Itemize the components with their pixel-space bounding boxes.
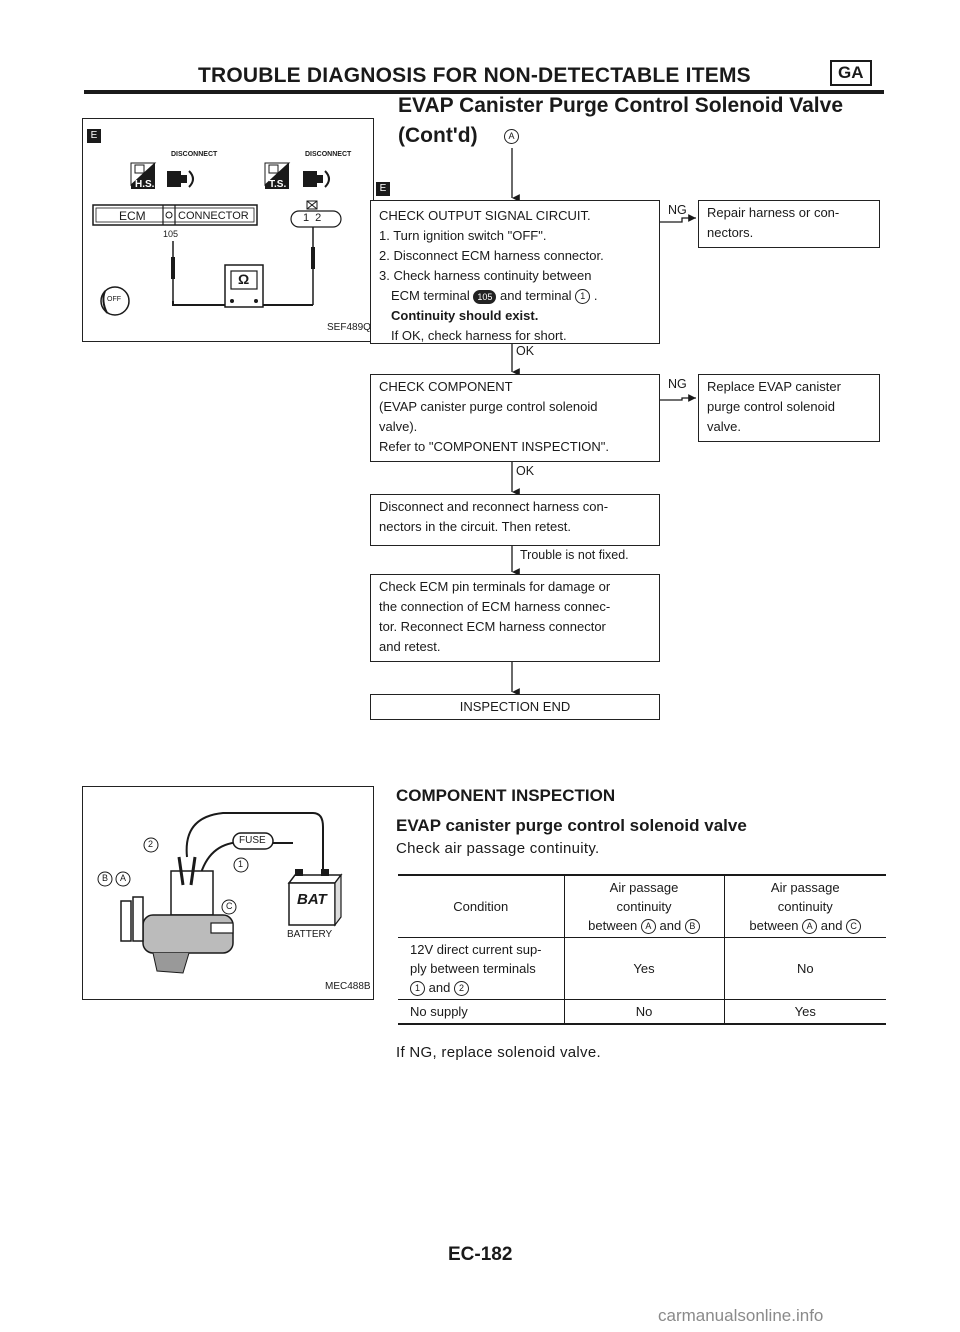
disconnect-plug-icon	[167, 170, 194, 188]
harness-diagram	[92, 162, 342, 316]
page-title: TROUBLE DIAGNOSIS FOR NON-DETECTABLE ITE…	[198, 64, 751, 87]
connector-label: CONNECTOR	[178, 210, 249, 222]
ecm-label: ECM	[119, 209, 146, 223]
table-cell: 12V direct current sup- ply between term…	[398, 937, 565, 1000]
continuity-table: Condition Air passage continuity between…	[398, 874, 886, 1025]
table-row: No supply No Yes	[398, 999, 886, 1023]
ng-label: NG	[668, 203, 687, 217]
solenoid-valve-diagram	[97, 812, 343, 974]
table-header-cell: Air passage continuity between A and B	[564, 876, 725, 938]
figure-id: SEF489Q	[327, 322, 371, 333]
section-tag: GA	[830, 60, 872, 86]
ts-label: T.S.	[269, 179, 287, 190]
terminal-2-label: 2	[148, 839, 154, 849]
table-cell: Yes	[794, 1004, 816, 1019]
ts-icon	[264, 162, 291, 189]
flow-check-ecm-pins: Check ECM pin terminals for damage or th…	[370, 574, 660, 662]
flow-repair-harness: Repair harness or con- nectors.	[698, 200, 880, 248]
section-heading: COMPONENT INSPECTION	[396, 786, 616, 805]
disconnect-plug-icon-2	[303, 170, 330, 188]
table-cell: Yes	[564, 937, 725, 1000]
ohm-meter-icon: Ω	[238, 271, 250, 287]
ng-label: NG	[668, 377, 687, 391]
page-number: EC-182	[448, 1244, 513, 1265]
disconnect-label: DISCONNECT	[171, 151, 218, 158]
terminal-1-label: 1	[238, 859, 244, 869]
hs-label: H.S.	[135, 179, 155, 190]
table-header-row: Condition Air passage continuity between…	[398, 876, 886, 938]
hs-icon	[130, 162, 157, 189]
watermark: carmanualsonline.info	[658, 1306, 824, 1325]
intro-text: Check air passage continuity.	[396, 840, 600, 857]
ok-label: OK	[516, 344, 535, 358]
table-header-cell: Condition	[398, 876, 565, 938]
step-marker-icon: E	[376, 182, 390, 196]
table-cell: No supply	[398, 999, 565, 1023]
solenoid-valve-figure: FUSE BAT BATTERY 1 2 A B C MEC488B	[82, 786, 374, 1000]
port-c-label: C	[226, 901, 233, 911]
pins-label: 1 2	[303, 212, 322, 224]
table-cell: No	[796, 961, 814, 976]
step-marker-icon: E	[87, 129, 101, 143]
fuse-label: FUSE	[239, 835, 266, 846]
flow-reconnect-step: Disconnect and reconnect harness con- ne…	[370, 494, 660, 546]
flow-inspection-end: INSPECTION END	[370, 694, 660, 720]
entry-marker: A	[504, 128, 519, 145]
trouble-label: Trouble is not fixed.	[520, 548, 629, 562]
section-subheading: EVAP canister purge control solenoid val…	[396, 816, 747, 835]
off-label: OFF	[107, 296, 121, 303]
header-rule	[84, 90, 884, 94]
disconnect-label: DISCONNECT	[305, 151, 352, 158]
port-b-label: B	[102, 873, 109, 883]
page-subtitle-cont: (Cont'd)	[398, 124, 478, 147]
table-cell: No	[564, 999, 725, 1023]
table-header-cell: Air passage continuity between A and C	[724, 876, 886, 938]
figure-id: MEC488B	[325, 981, 371, 992]
ignition-off-key-icon	[100, 286, 130, 316]
table-row: 12V direct current sup- ply between term…	[398, 937, 886, 1000]
pin-105-label: 105	[163, 229, 179, 239]
page-subtitle: EVAP Canister Purge Control Solenoid Val…	[398, 94, 843, 117]
ok-label: OK	[516, 464, 535, 478]
battery-icon: BAT	[297, 891, 327, 908]
harness-check-figure: E	[82, 118, 374, 342]
port-a-label: A	[120, 873, 127, 883]
note-text: If NG, replace solenoid valve.	[396, 1044, 601, 1061]
flow-step-check-component: CHECK COMPONENT (EVAP canister purge con…	[370, 374, 660, 462]
flow-replace-valve: Replace EVAP canister purge control sole…	[698, 374, 880, 442]
flow-step-check-output: CHECK OUTPUT SIGNAL CIRCUIT. 1. Turn ign…	[370, 200, 660, 344]
battery-label: BATTERY	[287, 929, 333, 940]
